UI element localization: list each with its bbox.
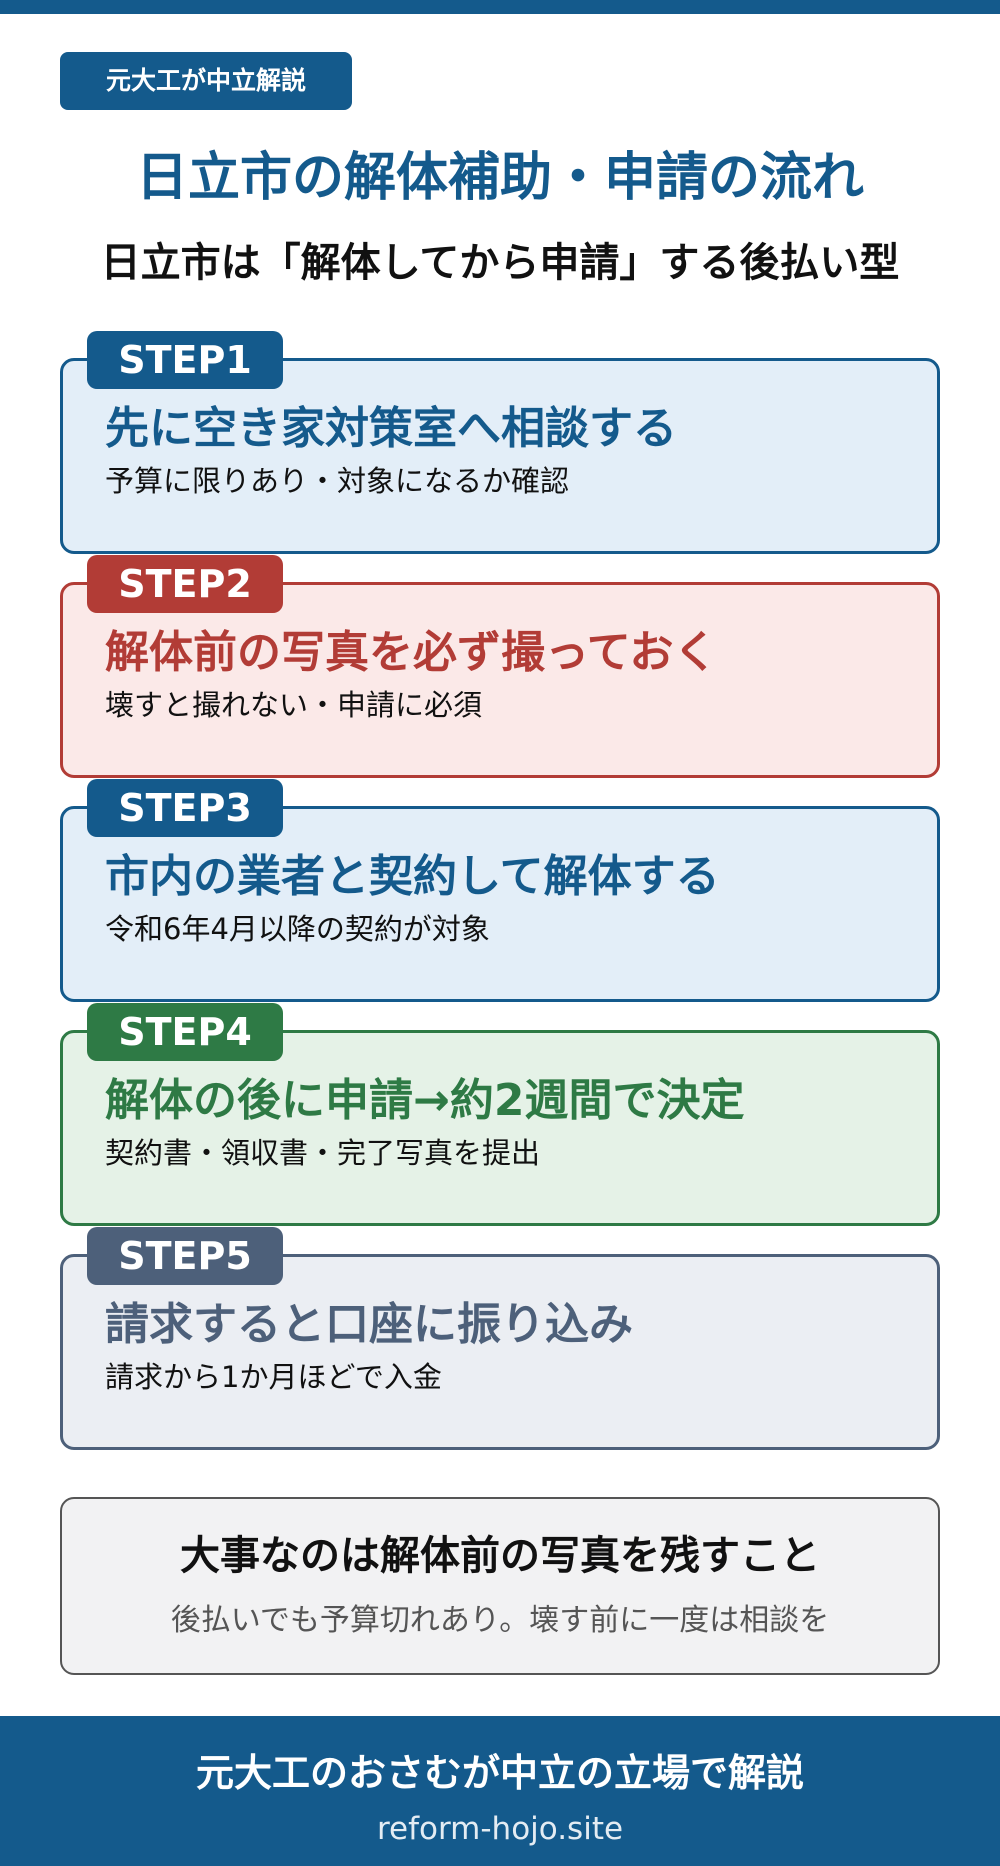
- step-description: 壊すと撮れない・申請に必須: [105, 688, 483, 722]
- top-accent-bar: [0, 0, 1000, 14]
- step-heading: 解体前の写真を必ず撮っておく: [105, 627, 718, 678]
- step-label: STEP2: [87, 555, 283, 613]
- key-point-text: 後払いでも予算切れあり。壊す前に一度は相談を: [170, 1603, 830, 1638]
- step-card-1: STEP1 先に空き家対策室へ相談する 予算に限りあり・対象になるか確認: [60, 331, 940, 554]
- step-card-4: STEP4 解体の後に申請→約2週間で決定 契約書・領収書・完了写真を提出: [60, 1003, 940, 1226]
- page-title: 日立市の解体補助・申請の流れ: [135, 148, 864, 208]
- step-label: STEP3: [87, 779, 283, 837]
- step-description: 予算に限りあり・対象になるか確認: [105, 464, 570, 498]
- step-description: 契約書・領収書・完了写真を提出: [105, 1136, 541, 1170]
- step-description: 請求から1か月ほどで入金: [105, 1360, 442, 1394]
- site-url[interactable]: reform-hojo.site: [376, 1811, 624, 1847]
- step-card-3: STEP3 市内の業者と契約して解体する 令和6年4月以降の契約が対象: [60, 779, 940, 1002]
- step-heading: 請求すると口座に振り込み: [105, 1299, 633, 1350]
- author-badge: 元大工が中立解説: [60, 52, 352, 110]
- key-point-heading: 大事なのは解体前の写真を残すこと: [180, 1533, 820, 1579]
- step-label: STEP4: [87, 1003, 283, 1061]
- step-heading: 市内の業者と契約して解体する: [105, 851, 720, 902]
- step-label: STEP5: [87, 1227, 283, 1285]
- step-heading: 先に空き家対策室へ相談する: [105, 403, 677, 454]
- footer-bar: 元大工のおさむが中立の立場で解説 reform-hojo.site: [0, 1716, 1000, 1866]
- step-heading: 解体の後に申請→約2週間で決定: [105, 1075, 745, 1126]
- key-point-box: 大事なのは解体前の写真を残すこと 後払いでも予算切れあり。壊す前に一度は相談を: [60, 1497, 940, 1675]
- step-description: 令和6年4月以降の契約が対象: [105, 912, 490, 946]
- footer-text: 元大工のおさむが中立の立場で解説: [195, 1751, 804, 1795]
- page-subtitle: 日立市は「解体してから申請」する後払い型: [100, 240, 900, 286]
- step-card-5: STEP5 請求すると口座に振り込み 請求から1か月ほどで入金: [60, 1227, 940, 1450]
- step-card-2: STEP2 解体前の写真を必ず撮っておく 壊すと撮れない・申請に必須: [60, 555, 940, 778]
- step-label: STEP1: [87, 331, 283, 389]
